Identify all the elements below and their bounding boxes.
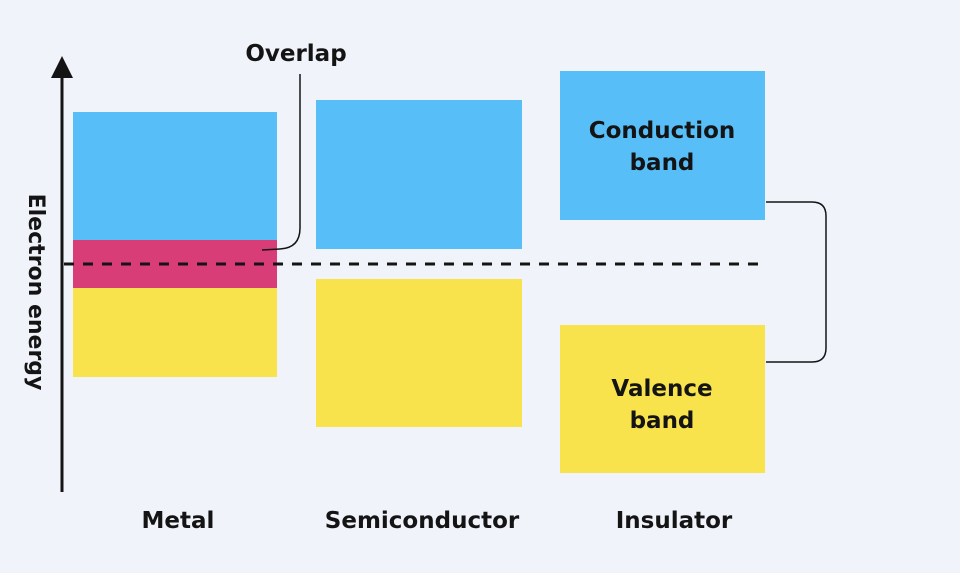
band-gap-bracket: [766, 201, 827, 363]
category-label-semiconductor: Semiconductor: [325, 508, 520, 534]
metal-conduction-band: [73, 112, 277, 240]
conduction-band-label-line1: Conduction: [589, 118, 736, 144]
valence-band-label-line1: Valence: [611, 376, 712, 402]
overlap-annotation-label: Overlap: [245, 41, 346, 67]
insulator-conduction-band: [560, 71, 765, 220]
energy-axis-arrowhead: [51, 56, 73, 78]
conduction-band-label-line2: band: [630, 150, 695, 176]
insulator-valence-band: [560, 325, 765, 473]
metal-valence-band: [73, 288, 277, 377]
overlap-leader-line: [261, 74, 301, 251]
semiconductor-conduction-band: [316, 100, 522, 249]
energy-axis-label: Electron energy: [23, 194, 48, 391]
category-label-metal: Metal: [142, 508, 215, 534]
category-label-insulator: Insulator: [616, 508, 733, 534]
semiconductor-valence-band: [316, 279, 522, 427]
valence-band-label-line2: band: [630, 408, 695, 434]
